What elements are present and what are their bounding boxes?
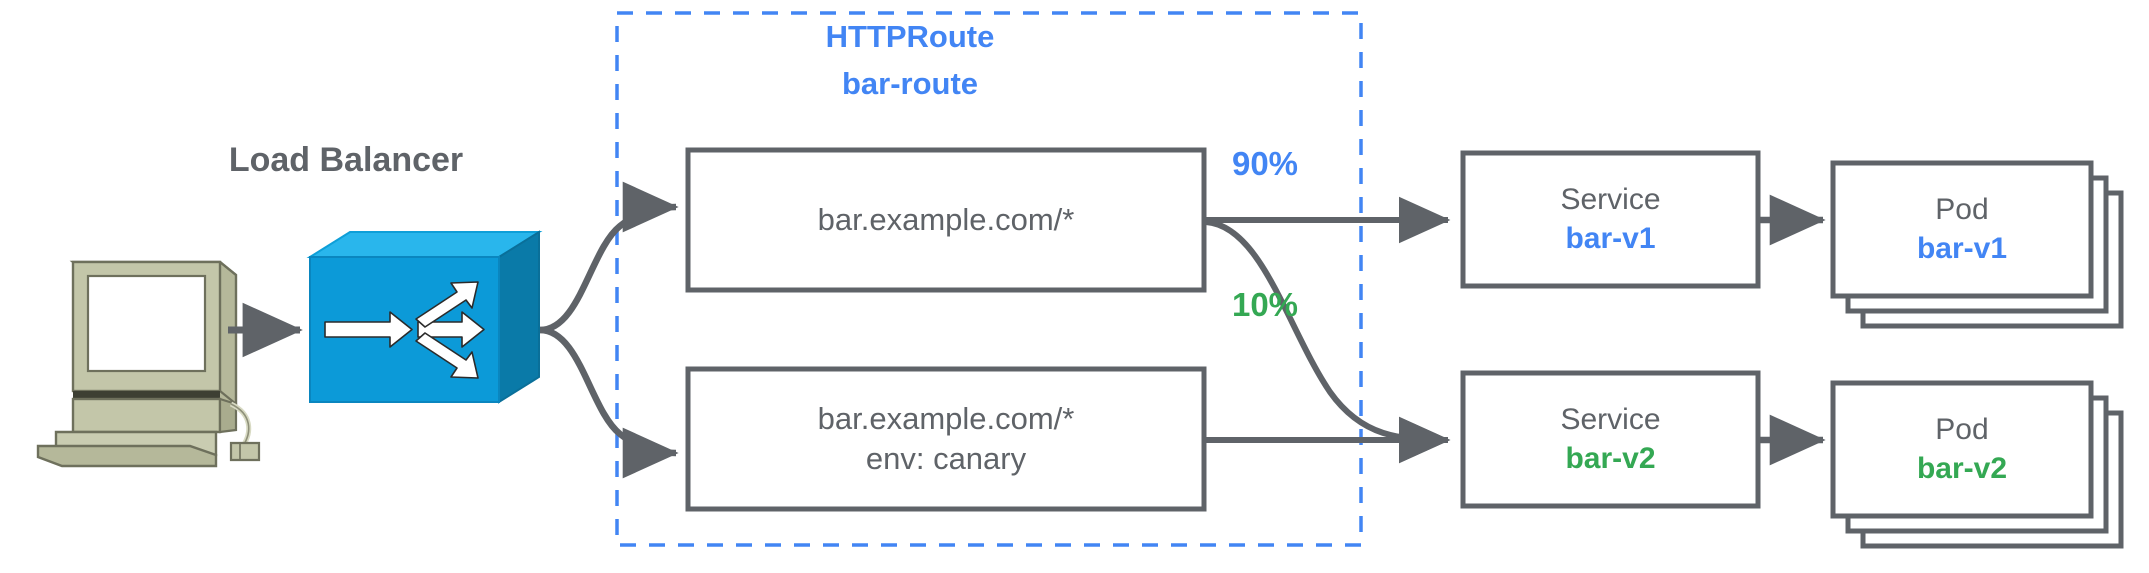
service-box-bar-v2 [1460,370,1761,509]
desktop-computer-icon [36,260,261,468]
load-balancer-switch-icon [306,230,543,404]
arrow-rule-primary-to-service-v2 [1205,219,1451,464]
weight-label-90: 90% [1231,145,1299,182]
pod-stack-bar-v2 [1830,380,2124,549]
httproute-name-label: bar-route [841,66,979,101]
pod-stack-bar-v1 [1830,160,2124,329]
arrow-lb-to-rule-primary [539,181,679,334]
service-box-bar-v1 [1460,150,1761,289]
httproute-kind-label: HTTPRoute [825,19,995,54]
arrow-lb-to-rule-canary [539,326,679,479]
load-balancer-label: Load Balancer [228,141,464,179]
weight-label-10: 10% [1231,286,1299,323]
match-rule-box-primary [685,147,1207,293]
match-rule-box-canary [685,366,1207,512]
